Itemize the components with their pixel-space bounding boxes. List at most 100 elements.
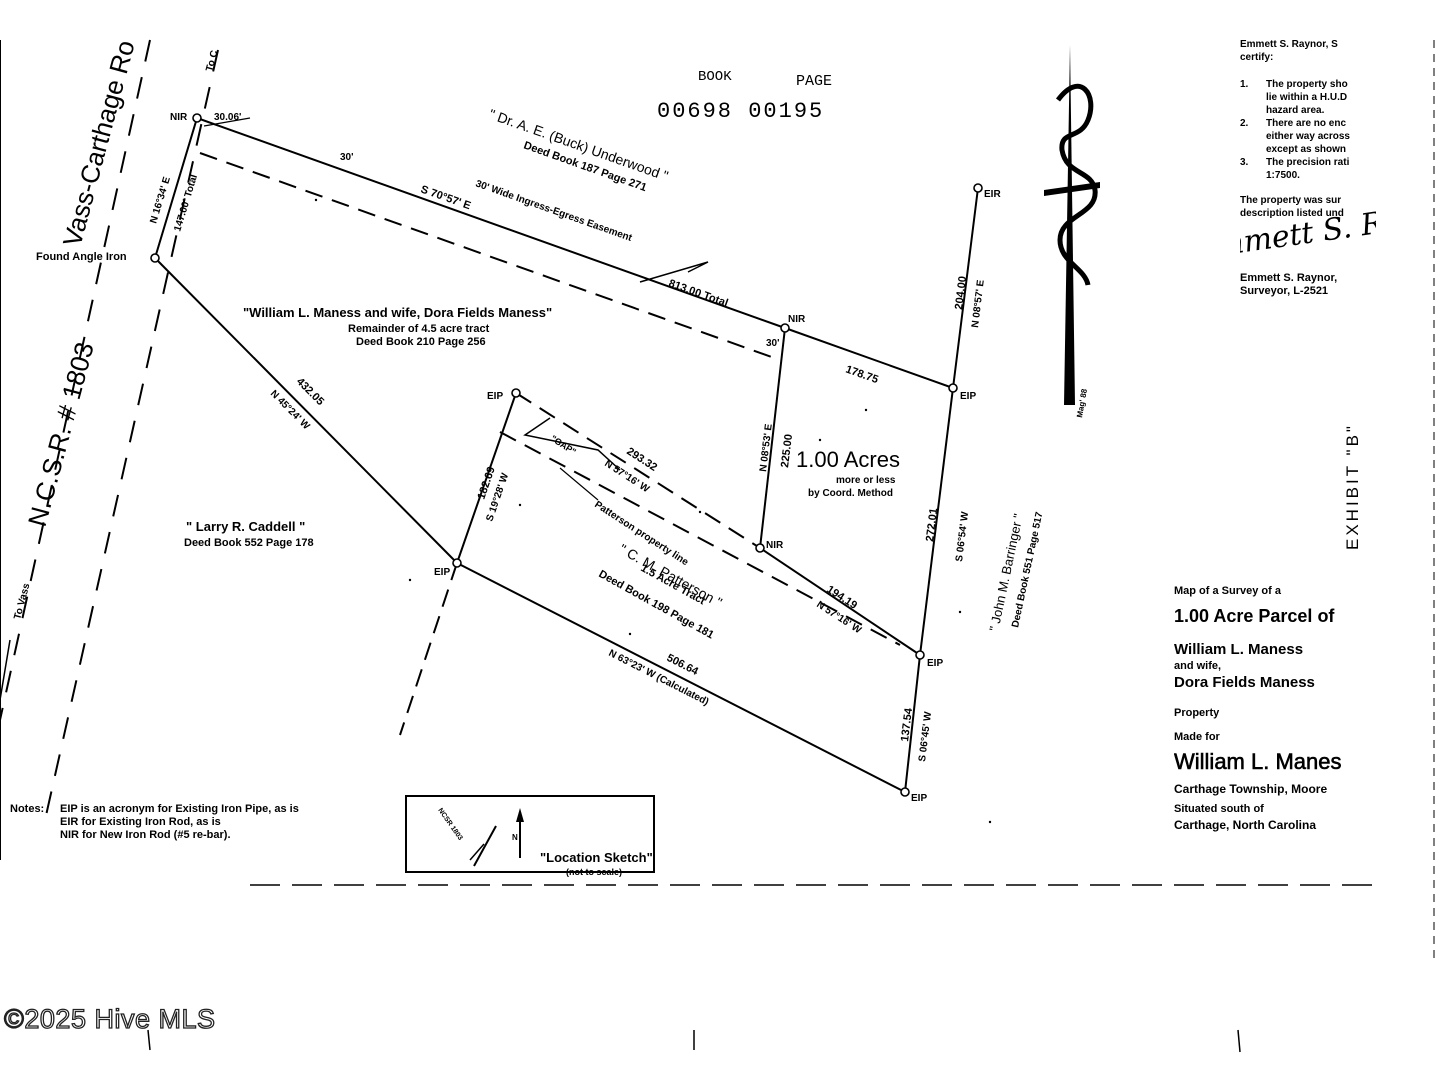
corner-eip-3: [452, 558, 462, 568]
corner-eip-5: [900, 787, 910, 797]
gap-label: "GAP": [549, 433, 578, 457]
scan-marks: [147, 1029, 1241, 1053]
sketch-north: N: [512, 833, 518, 842]
notes-line-3: NIR for New Iron Rod (#5 re-bar).: [60, 829, 231, 841]
notes-line-1: EIP is an acronym for Existing Iron Pipe…: [60, 803, 299, 815]
road-edges: [0, 39, 219, 821]
dashed-lines: [199, 152, 901, 736]
corner-markers: [150, 113, 983, 797]
label-nir-2: NIR: [788, 314, 806, 325]
dist-225: 225.00: [779, 433, 795, 468]
corner-eip-1: [948, 383, 958, 393]
dist-137: 137.54: [899, 707, 915, 743]
title-line-9: Carthage Township, Moore: [1174, 782, 1328, 796]
cert-line-1: Emmett S. Raynor, S: [1240, 39, 1338, 50]
bearing-s06-54: S 06°54' W: [954, 511, 971, 563]
page-label: PAGE: [796, 73, 832, 90]
corner-angle-iron: [150, 253, 160, 263]
cert-para-2: description listed und: [1240, 208, 1344, 219]
notes-label: Notes:: [10, 803, 44, 815]
scan-speckles: [314, 198, 992, 824]
title-line-4: and wife,: [1174, 660, 1222, 672]
label-eip-3: EIP: [434, 567, 450, 578]
bearing-s06-45: S 06°45' W: [917, 711, 934, 763]
book-label: BOOK: [698, 69, 732, 85]
to-c-label: To C: [204, 49, 220, 73]
owner-maness: "William L. Maness and wife, Dora Fields…: [243, 305, 552, 320]
maness-remainder: Remainder of 4.5 acre tract: [348, 323, 490, 335]
acres-more-less: more or less: [836, 475, 896, 486]
cert-line-2: certify:: [1240, 52, 1274, 63]
label-eip-1: EIP: [960, 391, 976, 402]
corner-eip-2: [511, 388, 521, 398]
bearing-s70: S 70°57' E: [419, 184, 472, 213]
notes-line-2: EIR for Existing Iron Rod, as is: [60, 816, 221, 828]
corner-nir-3: [755, 543, 765, 553]
cert-item-1: 1. The property sho lie within a H.U.D h…: [1240, 79, 1348, 116]
cert-para-1: The property was sur: [1240, 195, 1342, 206]
to-vass-label: To Vass: [12, 582, 32, 621]
bearing-n63: N 63°23' W (Calculated): [607, 648, 711, 708]
dist-30-06: 30.06': [214, 112, 241, 123]
dist-272: 272.01: [924, 507, 940, 542]
bearing-n16: N 16°34' E: [148, 175, 173, 225]
exhibit-label: EXHIBIT "B": [1343, 423, 1362, 550]
title-line-5: Dora Fields Maness: [1174, 674, 1315, 691]
cert-signer: Emmett S. Raynor,: [1240, 272, 1338, 284]
mls-watermark: ©2025 Hive MLS: [3, 1003, 216, 1034]
location-not-to-scale: (not to scale): [566, 867, 622, 877]
label-nir-3: NIR: [766, 540, 784, 551]
road-arrow: [0, 639, 11, 701]
title-line-10: Situated south of: [1174, 803, 1264, 815]
corner-eip-4: [915, 650, 925, 660]
dist-leader: [203, 117, 251, 127]
label-eip-2: EIP: [487, 391, 503, 402]
cert-item-2: 2. There are no enc either way across ex…: [1240, 118, 1350, 155]
acres-method: by Coord. Method: [808, 488, 893, 499]
title-line-6: Property: [1174, 707, 1220, 719]
corner-eir: [973, 183, 983, 193]
book-page-number: 00698 00195: [657, 99, 824, 124]
gap-leader: [523, 417, 621, 471]
maness-deed: Deed Book 210 Page 256: [356, 336, 486, 348]
dist-293: 293.32: [624, 445, 659, 473]
cert-item-3: 3. The precision rati 1:7500.: [1240, 157, 1350, 181]
title-line-8: William L. Manes: [1174, 749, 1342, 775]
acres-label: 1.00 Acres: [796, 447, 900, 472]
north-arrow: Mag' 88: [1044, 45, 1100, 418]
location-sketch: NCSR 1803 N "Location Sketch" (not to sc…: [405, 795, 655, 877]
total-147: 147.00' Total: [172, 173, 200, 233]
total-813: 813.00 Total: [667, 278, 730, 310]
property-boundary: [154, 117, 979, 793]
dist-204: 204.00: [953, 275, 969, 310]
label-eir: EIR: [984, 189, 1001, 200]
dist-506: 506.64: [665, 652, 701, 678]
label-eip-4: EIP: [927, 658, 943, 669]
label-found-angle-iron: Found Angle Iron: [36, 251, 127, 263]
owner-underwood: " Dr. A. E. (Buck) Underwood ": [487, 106, 670, 184]
easement-label: 30' Wide Ingress-Egress Easement: [474, 178, 634, 244]
certification-block: Emmett S. Raynor, S certify: 1. The prop…: [1240, 38, 1376, 298]
label-eip-5: EIP: [911, 793, 927, 804]
easement-leader: [639, 261, 709, 283]
title-line-3: William L. Maness: [1174, 641, 1304, 658]
title-block: Map of a Survey of a 1.00 Acre Parcel of…: [1174, 584, 1374, 832]
corner-nir-1: [192, 113, 202, 123]
label-nir-1: NIR: [170, 112, 188, 123]
dist-30a: 30': [340, 152, 354, 163]
title-line-11: Carthage, North Carolina: [1174, 818, 1317, 832]
title-line-2: 1.00 Acre Parcel of: [1174, 606, 1335, 626]
cert-license: Surveyor, L-2521: [1240, 285, 1329, 297]
mag-label: Mag' 88: [1075, 388, 1089, 419]
page-border: [0, 40, 1435, 960]
road-number: N.C.S.R. # 1803: [22, 339, 100, 530]
title-line-1: Map of a Survey of a: [1174, 585, 1281, 597]
corner-nir-2: [780, 323, 790, 333]
dist-30b: 30': [766, 338, 780, 349]
owner-caddell: " Larry R. Caddell ": [186, 519, 305, 534]
dist-178: 178.75: [844, 364, 880, 387]
road-name: Vass-Carthage Ro: [57, 37, 141, 249]
sketch-road-label: NCSR 1803: [436, 807, 463, 842]
location-sketch-label: "Location Sketch": [540, 850, 653, 865]
